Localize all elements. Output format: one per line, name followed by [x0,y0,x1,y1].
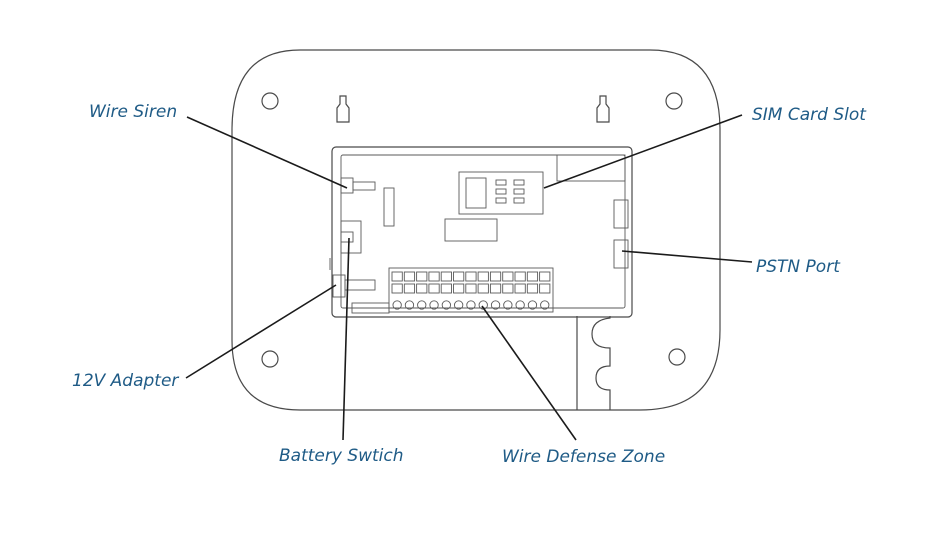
leader-line-wire-siren [186,116,348,189]
terminal-cell [453,283,465,294]
battery-switch-lever [340,231,354,243]
sim-card-holder [458,171,544,215]
terminal-cell [489,283,502,294]
sim-contact [495,179,507,186]
terminal-block [388,267,554,313]
terminal-cell [416,283,428,294]
leader-line-wire-defense-zone [481,305,577,441]
sim-card-holder-inner [465,177,487,209]
terminal-cell [428,283,440,294]
terminal-screw [527,300,538,310]
terminal-screw [392,300,402,310]
label-wire-siren: Wire Siren [89,102,178,122]
terminal-screw [417,300,427,310]
terminal-cell [514,271,526,282]
terminal-cell [465,283,477,294]
terminal-cells [391,271,551,310]
leader-line-battery-switch [342,237,350,441]
sim-contact [513,188,525,195]
terminal-cell [539,283,551,294]
terminal-cell [502,271,514,282]
terminal-cell [403,283,416,294]
terminal-cell [428,271,440,282]
label-sim-card-slot: SIM Card Slot [752,105,866,125]
terminal-cell [489,271,502,282]
screw-hole-top-left [261,92,279,110]
terminal-screw [490,300,501,310]
keyhole-slot-right [596,95,610,123]
terminal-screw [404,300,415,310]
terminal-cell [502,283,514,294]
terminal-cell [514,283,526,294]
terminal-cell [477,283,489,294]
leader-line-pstn-port [621,250,753,263]
terminal-cell [539,271,551,282]
terminal-screw [503,300,513,310]
terminal-cell [440,283,452,294]
terminal-screw [478,300,488,310]
leader-line-12v-adapter [185,284,337,379]
cable-knockout [576,316,611,410]
screw-hole-bottom-left [261,350,279,368]
terminal-cell [453,271,465,282]
device-housing [231,49,721,411]
terminal-cell [416,271,428,282]
pstn-connector-lower [613,239,629,269]
keyhole-slot-left [336,95,350,123]
board-compartment-outer [331,146,633,318]
terminal-screw [466,300,476,310]
terminal-cell [526,271,539,282]
terminal-cell [403,271,416,282]
battery-switch-body [340,220,362,254]
label-wire-defense-zone: Wire Defense Zone [502,447,666,467]
vertical-header [383,187,395,227]
screw-hole-top-right [665,92,683,110]
terminal-screw [429,300,439,310]
terminal-screw [453,300,464,310]
terminal-cell [477,271,489,282]
sim-contact [495,197,507,204]
bottom-left-plate [351,302,390,314]
label-pstn-port: PSTN Port [756,257,840,277]
terminal-cell [391,283,403,294]
terminal-screw [515,300,525,310]
siren-connector-tab [352,181,376,191]
pstn-connector-upper [613,199,629,229]
chip-module [444,218,498,242]
leader-line-sim-card-slot [543,114,743,189]
terminal-cell [526,283,539,294]
terminal-cell [465,271,477,282]
terminal-cell [440,271,452,282]
sim-contact [513,179,525,186]
label-12v-adapter: 12V Adapter [72,371,179,391]
sim-contact [495,188,507,195]
terminal-screw [540,300,550,310]
screw-hole-bottom-right [668,348,686,366]
top-right-module [556,154,626,182]
terminal-cell [391,271,403,282]
terminal-screw [441,300,451,310]
adapter-jack-tab [344,279,376,291]
sim-contact [513,197,525,204]
label-battery-switch: Battery Swtich [279,446,404,466]
